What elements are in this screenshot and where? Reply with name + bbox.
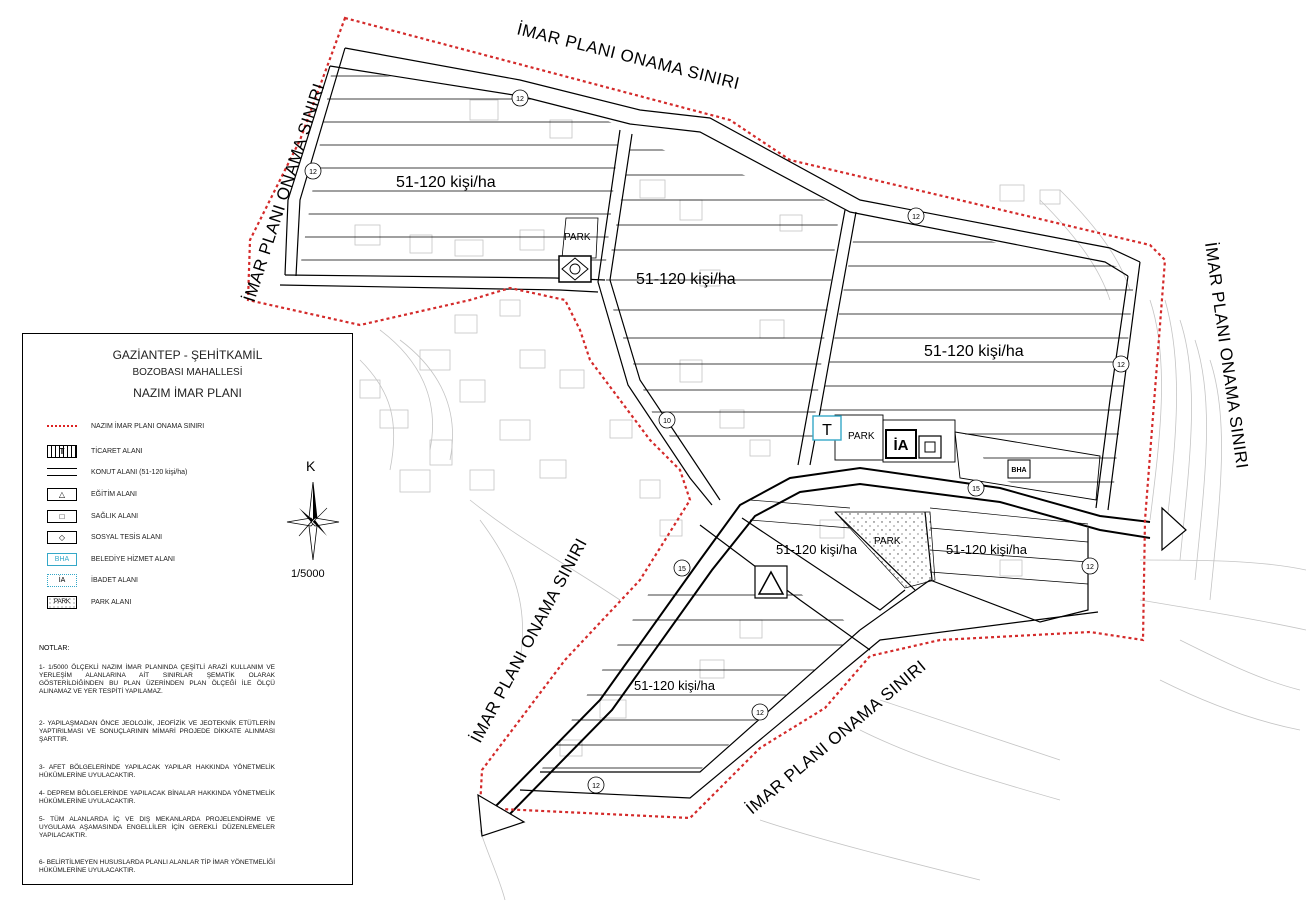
density-label-nw: 51-120 kişi/ha [396, 174, 496, 191]
social-symbol-legend: ◇ [47, 530, 77, 544]
commerce-symbol: T [47, 444, 77, 458]
svg-text:10: 10 [663, 418, 671, 425]
road-number-badge: 15 [967, 479, 985, 497]
education-symbol [754, 565, 788, 599]
legend-title: GAZİANTEP - ŞEHİTKAMİL [112, 348, 263, 362]
svg-text:15: 15 [972, 486, 980, 493]
park-label-south: PARK [874, 536, 901, 547]
commerce-area-box [812, 415, 842, 441]
legend-item-park: PARK PARK ALANI [47, 595, 131, 609]
road-number-badge: 12 [587, 776, 605, 794]
note-item: 4- DEPREM BÖLGELERİNDE YAPILACAK BİNALAR… [39, 790, 275, 805]
direction-arrow-east [1161, 506, 1187, 552]
road-number-badge: 12 [1112, 355, 1130, 373]
education-symbol-legend: △ [47, 487, 77, 501]
park-label-nw: PARK [564, 232, 591, 243]
housing-hatch-east [820, 241, 1135, 483]
housing-hatch-symbol [47, 468, 77, 476]
park-area-nw [561, 217, 599, 259]
legend-item-education: △ EĞİTİM ALANI [47, 487, 137, 501]
park-symbol-legend: PARK [47, 595, 77, 609]
boundary-line-symbol [47, 425, 77, 427]
boundary-label-left: İMAR PLANI ONAMA SINIRI [240, 81, 329, 304]
plan-approval-boundary [246, 16, 1167, 820]
municipal-symbol-legend: BHA [47, 552, 77, 566]
legend-item-boundary: NAZIM İMAR PLANI ONAMA SINIRI [47, 419, 204, 433]
municipal-area-box [1007, 459, 1031, 479]
social-facility-symbol [558, 255, 592, 283]
municipal-label: BHA [1011, 467, 1026, 474]
svg-text:12: 12 [1086, 564, 1094, 571]
facility-blocks [834, 414, 1101, 501]
housing-hatch-south [749, 499, 1089, 585]
legend-item-social: ◇ SOSYAL TESİS ALANI [47, 530, 162, 544]
legend-item-health: □ SAĞLIK ALANI [47, 509, 138, 523]
topography-background [354, 99, 1306, 901]
density-label-south-b: 51-120 kişi/ha [946, 542, 1028, 557]
boundary-label-bottom-right: İMAR PLANI ONAMA SINIRI [742, 656, 929, 818]
road-number-badge: 10 [658, 411, 676, 429]
legend-item-housing: KONUT ALANI (51-120 kişi/ha) [47, 465, 187, 479]
boundary-label-bottom-left: İMAR PLANI ONAMA SINIRI [467, 535, 591, 746]
density-label-east: 51-120 kişi/ha [924, 343, 1024, 360]
health-symbol [918, 435, 942, 459]
density-label-center: 51-120 kişi/ha [636, 271, 736, 288]
road-number-badges: 12 12 12 12 10 15 15 12 12 12 [304, 89, 1130, 794]
density-label-south-a: 51-120 kişi/ha [776, 542, 858, 557]
legend-subtitle: BOZOBASI MAHALLESİ [132, 367, 243, 378]
note-item: 5- TÜM ALANLARDA İÇ VE DIŞ MEKANLARDA PR… [39, 816, 275, 839]
legend-item-municipal: BHA BELEDİYE HİZMET ALANI [47, 552, 175, 566]
legend-plan-name: NAZIM İMAR PLANI [133, 386, 242, 400]
direction-arrow-southwest [477, 793, 526, 837]
note-item: 2- YAPILAŞMADAN ÖNCE JEOLOJİK, JEOFİZİK … [39, 720, 275, 743]
svg-text:12: 12 [912, 214, 920, 221]
worship-area-box [885, 429, 917, 459]
svg-text:12: 12 [756, 710, 764, 717]
boundary-label-top: İMAR PLANI ONAMA SINIRI [515, 19, 742, 93]
svg-text:12: 12 [309, 169, 317, 176]
notes-heading: NOTLAR: [39, 645, 70, 652]
boundary-label-right: İMAR PLANI ONAMA SINIRI [1201, 241, 1252, 470]
note-item: 3- AFET BÖLGELERİNDE YAPILACAK YAPILAR H… [39, 764, 275, 779]
north-arrow-icon [286, 481, 340, 561]
road-number-badge: 12 [511, 89, 529, 107]
road-number-badge: 12 [751, 703, 769, 721]
health-symbol-legend: □ [47, 509, 77, 523]
density-label-southwest: 51-120 kişi/ha [634, 678, 716, 693]
road-number-badge: 12 [304, 162, 322, 180]
svg-text:12: 12 [1117, 362, 1125, 369]
road-network [279, 47, 1151, 823]
worship-symbol-legend: İA [47, 573, 77, 587]
svg-text:12: 12 [516, 96, 524, 103]
map-scale: 1/5000 [291, 568, 325, 580]
svg-text:12: 12 [592, 783, 600, 790]
north-label: K [306, 458, 316, 474]
note-item: 1- 1/5000 ÖLÇEKLİ NAZIM İMAR PLANINDA ÇE… [39, 664, 275, 695]
road-number-badge: 12 [907, 207, 925, 225]
road-number-badge: 12 [1081, 557, 1099, 575]
legend-panel: GAZİANTEP - ŞEHİTKAMİL BOZOBASI MAHALLES… [22, 333, 353, 885]
worship-label: İA [894, 437, 909, 454]
commerce-label: T [822, 422, 832, 439]
park-area-south [834, 511, 936, 589]
legend-item-commerce: T TİCARET ALANI [47, 444, 143, 458]
note-item: 6- BELİRTİLMEYEN HUSUSLARDA PLANLI ALANL… [39, 859, 275, 874]
legend-item-worship: İA İBADET ALANI [47, 573, 138, 587]
housing-hatch-center [605, 149, 840, 437]
svg-text:15: 15 [678, 566, 686, 573]
park-label-center: PARK [848, 431, 875, 442]
road-number-badge: 15 [673, 559, 691, 577]
